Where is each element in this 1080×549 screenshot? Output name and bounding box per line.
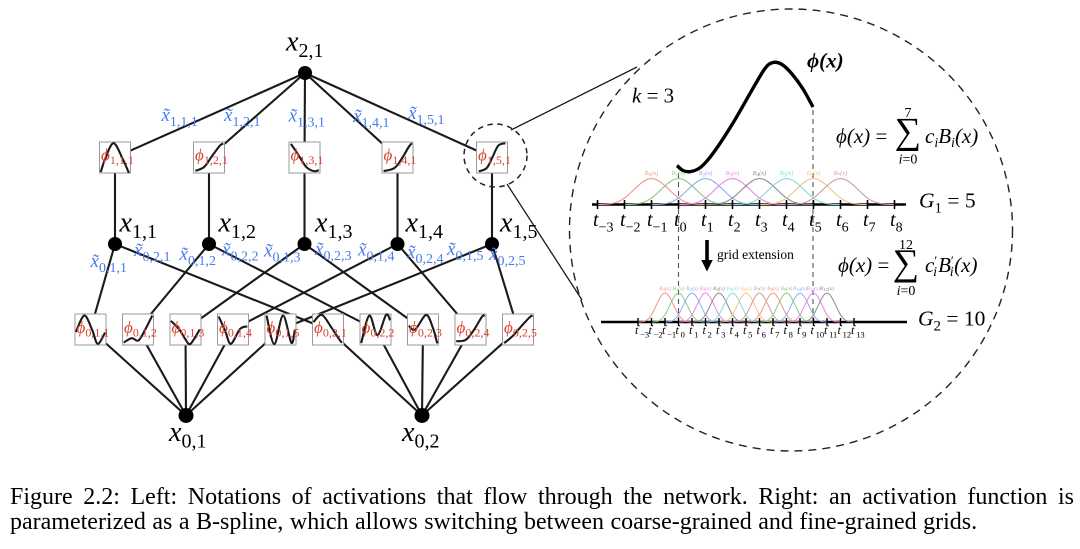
svg-text:t−1: t−1 — [647, 209, 667, 236]
svg-text:t3: t3 — [755, 209, 768, 236]
svg-text:12: 12 — [899, 238, 913, 253]
svg-text:ϕ(x) =: ϕ(x) = — [836, 124, 887, 148]
svg-text:k = 3: k = 3 — [632, 84, 674, 108]
svg-text:B6(x): B6(x) — [740, 285, 752, 292]
svg-text:x̃0,1,4: x̃0,1,4 — [357, 240, 394, 265]
svg-text:B1(x): B1(x) — [672, 170, 686, 179]
svg-text:x̃1,5,1: x̃1,5,1 — [407, 103, 444, 128]
svg-text:x1,1: x1,1 — [119, 208, 157, 244]
svg-text:x̃1,2,1: x̃1,2,1 — [223, 105, 260, 130]
svg-text:x̃0,2,2: x̃0,2,2 — [221, 240, 258, 265]
svg-text:t′3: t′3 — [716, 323, 725, 340]
svg-text:t′11: t′11 — [824, 323, 837, 340]
svg-text:B2(x): B2(x) — [686, 285, 698, 292]
svg-text:x̃0,1,5: x̃0,1,5 — [446, 239, 483, 264]
svg-text:t′4: t′4 — [730, 323, 740, 340]
svg-text:t′12: t′12 — [838, 323, 852, 340]
svg-text:i=0: i=0 — [899, 153, 918, 168]
svg-text:t′13: t′13 — [851, 323, 865, 340]
svg-text:B5(x): B5(x) — [727, 285, 739, 292]
svg-text:t7: t7 — [863, 209, 876, 236]
svg-text:ciBi(x): ciBi(x) — [925, 124, 978, 151]
svg-text:∑: ∑ — [893, 243, 919, 284]
svg-text:t′−3: t′−3 — [635, 323, 649, 340]
svg-text:t−2: t−2 — [620, 209, 640, 236]
svg-text:x1,4: x1,4 — [405, 208, 443, 244]
svg-text:B9(x): B9(x) — [781, 285, 793, 292]
svg-text:t0: t0 — [674, 209, 687, 236]
svg-text:B8(x): B8(x) — [767, 285, 779, 292]
svg-text:B5(x): B5(x) — [780, 170, 794, 179]
svg-text:t′2: t′2 — [703, 323, 712, 340]
svg-text:x1,3: x1,3 — [314, 208, 352, 244]
svg-text:B10(x): B10(x) — [793, 285, 807, 292]
svg-text:t′8: t′8 — [784, 323, 793, 340]
svg-text:x̃0,1,3: x̃0,1,3 — [263, 241, 300, 266]
svg-text:ϕ(x) =: ϕ(x) = — [838, 253, 889, 277]
svg-text:B3(x): B3(x) — [726, 170, 740, 179]
svg-text:c′iB′i(x): c′iB′i(x) — [925, 253, 977, 280]
svg-text:B0(x): B0(x) — [659, 285, 671, 292]
svg-text:ϕ(x): ϕ(x) — [807, 48, 844, 72]
svg-text:t4: t4 — [782, 209, 795, 236]
svg-text:x̃0,1,1: x̃0,1,1 — [90, 251, 127, 276]
svg-text:B2(x): B2(x) — [699, 170, 713, 179]
svg-text:B4(x): B4(x) — [753, 170, 767, 179]
svg-text:x̃1,3,1: x̃1,3,1 — [288, 106, 325, 131]
svg-text:G2 = 10: G2 = 10 — [918, 307, 985, 335]
svg-text:t′−1: t′−1 — [662, 323, 676, 340]
svg-text:grid extension: grid extension — [717, 247, 794, 262]
svg-text:t6: t6 — [836, 209, 849, 236]
svg-text:∑: ∑ — [895, 111, 921, 152]
svg-text:t′1: t′1 — [689, 323, 698, 340]
svg-text:x2,1: x2,1 — [285, 27, 323, 63]
svg-text:B7(x): B7(x) — [834, 170, 848, 179]
svg-text:B7(x): B7(x) — [754, 285, 766, 292]
svg-text:t8: t8 — [890, 209, 903, 236]
svg-text:B3(x): B3(x) — [700, 285, 712, 292]
svg-text:x̃0,2,4: x̃0,2,4 — [406, 242, 443, 267]
svg-text:ϕ1,2,1: ϕ1,2,1 — [195, 146, 228, 168]
svg-text:t′6: t′6 — [757, 323, 766, 340]
svg-text:t′0: t′0 — [676, 323, 685, 340]
svg-text:B6(x): B6(x) — [807, 170, 821, 179]
svg-text:B1(x): B1(x) — [673, 285, 685, 292]
svg-text:x1,5: x1,5 — [499, 208, 537, 244]
svg-text:x̃0,2,1: x̃0,2,1 — [133, 240, 170, 265]
svg-text:B0(x): B0(x) — [645, 170, 659, 179]
svg-text:t′7: t′7 — [770, 323, 779, 340]
svg-text:x̃0,2,5: x̃0,2,5 — [488, 244, 525, 269]
svg-text:B4(x): B4(x) — [713, 285, 725, 292]
svg-text:G1 = 5: G1 = 5 — [919, 189, 976, 217]
svg-text:B11(x): B11(x) — [807, 285, 821, 292]
svg-text:B12(x): B12(x) — [820, 285, 834, 292]
svg-text:i=0: i=0 — [897, 284, 916, 299]
svg-text:t′10: t′10 — [811, 323, 825, 340]
svg-text:7: 7 — [905, 106, 912, 121]
svg-text:t−3: t−3 — [593, 209, 613, 236]
svg-text:x̃1,1,1: x̃1,1,1 — [160, 105, 197, 130]
svg-text:x1,2: x1,2 — [218, 208, 256, 244]
svg-text:t2: t2 — [728, 209, 741, 236]
svg-text:t′5: t′5 — [743, 323, 752, 340]
svg-text:t′−2: t′−2 — [649, 323, 663, 340]
svg-text:t′9: t′9 — [797, 323, 806, 340]
svg-text:t5: t5 — [809, 209, 822, 236]
svg-text:t1: t1 — [701, 209, 714, 236]
svg-text:x̃0,1,2: x̃0,1,2 — [179, 244, 216, 269]
